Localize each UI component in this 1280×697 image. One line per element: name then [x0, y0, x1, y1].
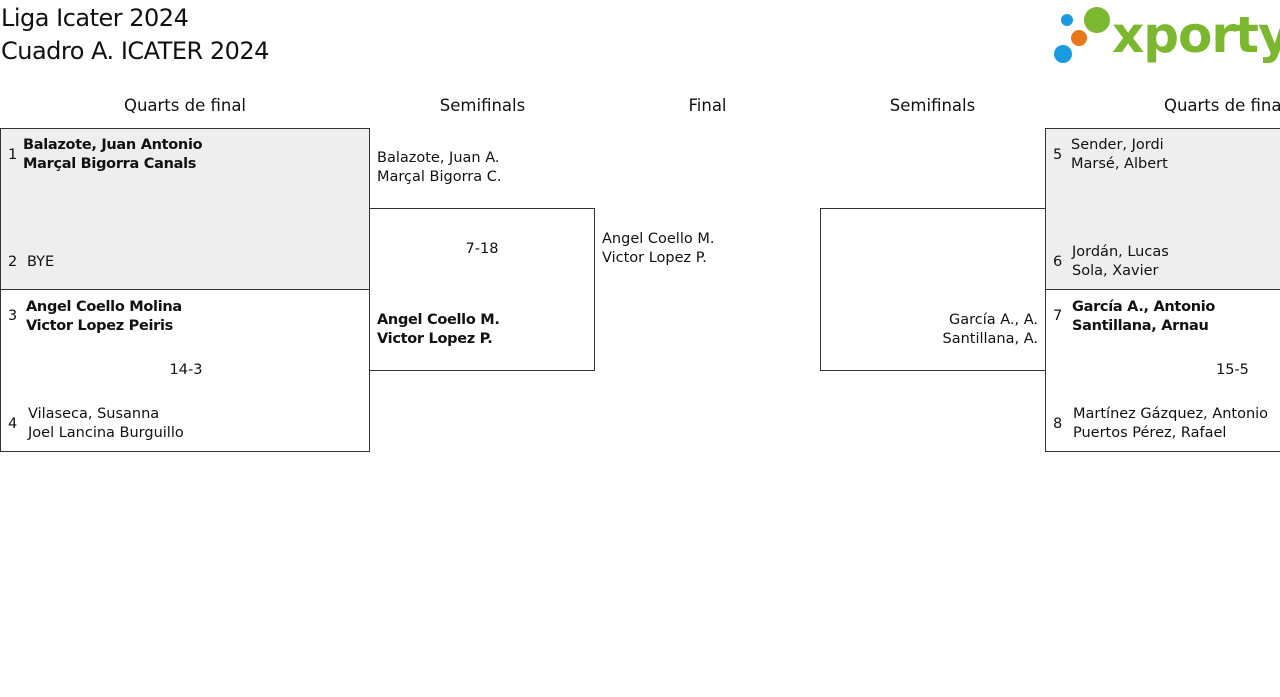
round-header-final: Final	[688, 96, 727, 115]
seed-number: 3	[8, 308, 18, 324]
team-player-2: Marçal Bigorra Canals	[23, 156, 197, 172]
right-qf-match-2[interactable]: 7 García A., Antonio Santillana, Arnau 1…	[1045, 289, 1280, 452]
team-player-2: Victor Lopez Peiris	[26, 318, 174, 334]
seed-number: 5	[1053, 147, 1063, 163]
left-qf-match-2[interactable]: 3 Angel Coello Molina Victor Lopez Peiri…	[0, 289, 370, 452]
team-player-2: Joel Lancina Burguillo	[28, 425, 184, 441]
seed-number: 2	[8, 254, 18, 270]
team-player-2: Santillana, Arnau	[1072, 318, 1209, 334]
team-player-2: Sola, Xavier	[1072, 263, 1159, 279]
team-player-1: Jordán, Lucas	[1072, 244, 1169, 260]
team-player-1: García A., Antonio	[1072, 299, 1216, 315]
team-player-2: Puertos Pérez, Rafael	[1073, 425, 1227, 441]
team-player-1: García A., A.	[948, 312, 1038, 328]
match-score: 7-18	[465, 241, 499, 257]
left-qf-match-1[interactable]: 1 Balazote, Juan Antonio Marçal Bigorra …	[0, 128, 370, 290]
left-sf-team-a-player-1: Balazote, Juan A.	[377, 150, 500, 166]
left-sf-team-a-player-2: Marçal Bigorra C.	[377, 169, 502, 185]
final-team-player-1: Angel Coello M.	[602, 231, 715, 247]
seed-number: 7	[1053, 308, 1063, 324]
seed-number: 6	[1053, 254, 1063, 270]
final-team-player-2: Victor Lopez P.	[602, 250, 707, 266]
team-player-1: Vilaseca, Susanna	[28, 406, 160, 422]
team-player-2: Santillana, A.	[942, 331, 1038, 347]
team-player-2: Victor Lopez P.	[377, 331, 493, 347]
team-player-2: Marsé, Albert	[1071, 156, 1168, 172]
team-player-1: Sender, Jordi	[1071, 137, 1164, 153]
bye-label: BYE	[27, 254, 55, 270]
round-header-left-semifinals: Semifinals	[439, 96, 526, 115]
team-player-1: Angel Coello Molina	[26, 299, 182, 315]
team-player-1: Martínez Gázquez, Antonio	[1073, 406, 1269, 422]
xporty-logo[interactable]: xporty	[1050, 4, 1280, 68]
left-sf-match[interactable]: 7-18 Angel Coello M. Victor Lopez P.	[369, 208, 595, 371]
draw-title: Cuadro A. ICATER 2024	[1, 37, 269, 65]
team-player-1: Balazote, Juan Antonio	[23, 137, 203, 153]
round-header-right-quarterfinals: Quarts de final	[1163, 96, 1280, 115]
logo-dots-icon	[1054, 7, 1110, 63]
right-qf-match-1[interactable]: 5 Sender, Jordi Marsé, Albert 6 Jordán, …	[1045, 128, 1280, 290]
seed-number: 8	[1053, 416, 1063, 432]
seed-number: 4	[8, 416, 18, 432]
round-header-left-quarterfinals: Quarts de final	[123, 96, 247, 115]
seed-number: 1	[8, 147, 18, 163]
round-header-right-semifinals: Semifinals	[889, 96, 976, 115]
league-title: Liga Icater 2024	[1, 4, 189, 32]
team-player-1: Angel Coello M.	[377, 312, 500, 328]
match-score: 15-5	[1216, 362, 1249, 378]
right-sf-match[interactable]: García A., A. Santillana, A.	[820, 208, 1046, 371]
logo-text: xporty	[1112, 6, 1280, 64]
match-score: 14-3	[169, 362, 203, 378]
